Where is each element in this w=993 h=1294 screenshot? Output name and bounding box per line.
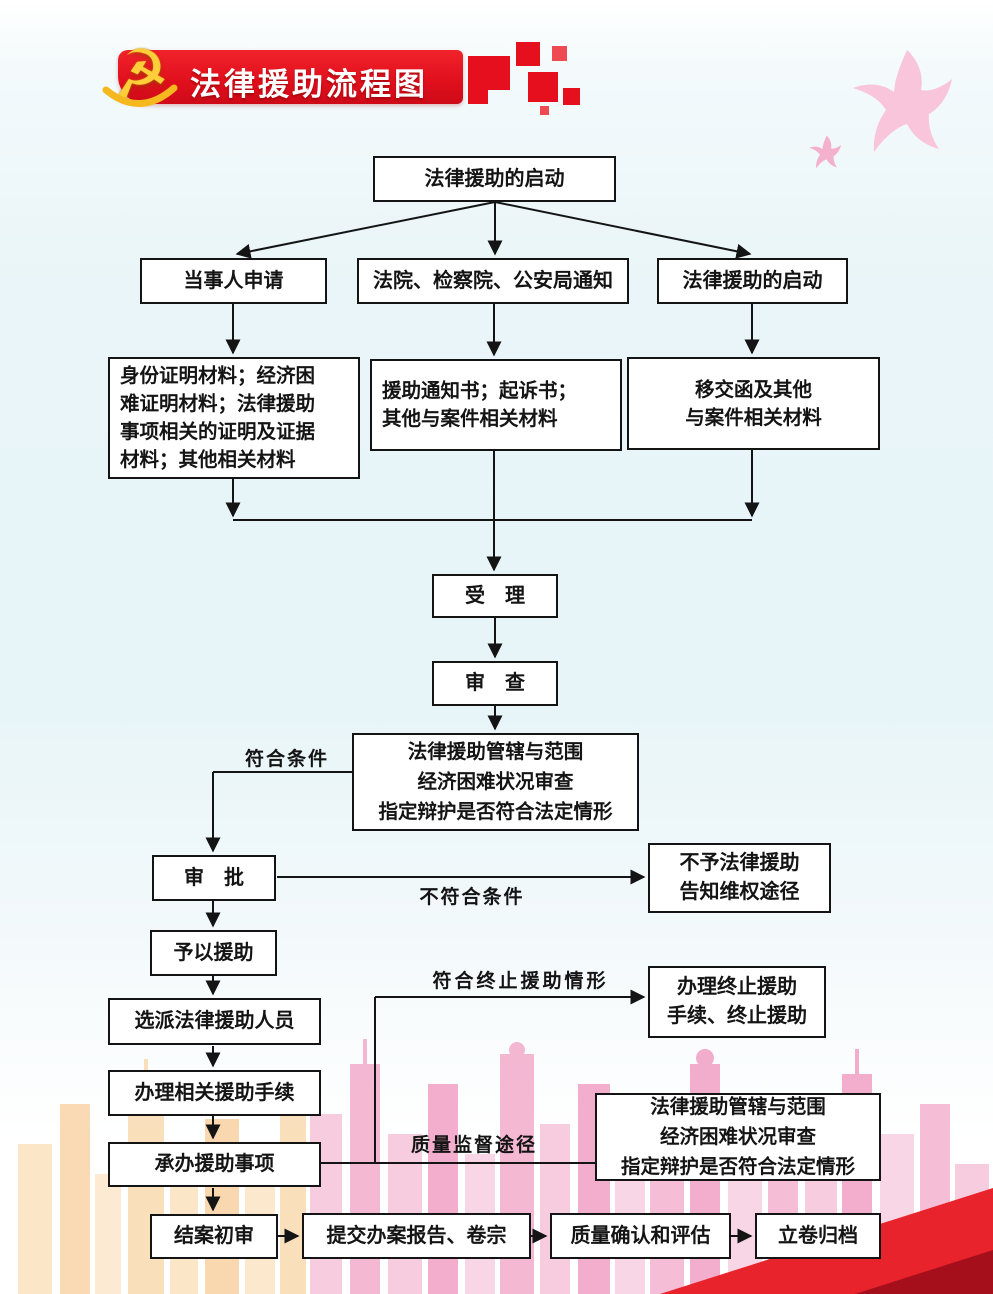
node-legal-aid-initiation: 法律援助的启动 xyxy=(373,156,616,202)
edge-label-quality-supervision: 质量监督途径 xyxy=(410,1135,537,1156)
pixel-square xyxy=(516,42,540,66)
node-review: 审 查 xyxy=(432,661,558,706)
node-quality-evaluation: 质量确认和评估 xyxy=(550,1213,731,1259)
pixel-square xyxy=(468,56,510,90)
pixel-square xyxy=(528,72,558,102)
node-application-materials: 身份证明材料；经济困 难证明材料；法律援助 事项相关的证明及证据 材料；其他相关… xyxy=(108,357,360,479)
page-title: 法律援助流程图 xyxy=(190,67,428,102)
node-closing-review: 结案初审 xyxy=(150,1214,278,1259)
node-aid-procedures: 办理相关援助手续 xyxy=(108,1070,321,1116)
dove-small-icon xyxy=(809,135,842,169)
node-approval: 审 批 xyxy=(152,855,276,901)
pixel-square xyxy=(563,88,580,105)
pixel-square xyxy=(540,106,549,115)
node-archive: 立卷归档 xyxy=(755,1213,881,1259)
edge-label-not-meets-conditions: 不符合条件 xyxy=(419,887,525,908)
dove-icon xyxy=(853,50,952,152)
edge-label-meets-conditions: 符合条件 xyxy=(244,749,329,770)
party-emblem-icon: ☭ xyxy=(96,30,184,118)
node-transfer-materials: 移交函及其他 与案件相关材料 xyxy=(627,357,880,450)
node-notice-materials: 援助通知书；起诉书； 其他与案件相关材料 xyxy=(370,359,622,451)
node-deny-aid: 不予法律援助 告知维权途径 xyxy=(648,843,831,913)
header-banner: 法律援助流程图 xyxy=(118,50,463,104)
pixel-square xyxy=(468,90,488,104)
node-grant-aid: 予以援助 xyxy=(150,930,277,976)
edge-label-termination-case: 符合终止援助情形 xyxy=(432,971,609,992)
node-legal-aid-initiation-other: 法律援助的启动 xyxy=(657,258,848,304)
node-authority-notice: 法院、检察院、公安局通知 xyxy=(357,258,629,304)
emblem-swash xyxy=(102,84,178,107)
pixel-square xyxy=(552,46,567,61)
node-acceptance: 受 理 xyxy=(432,574,558,618)
node-undertake-matters: 承办援助事项 xyxy=(108,1142,321,1187)
node-submit-report: 提交办案报告、卷宗 xyxy=(302,1213,531,1259)
node-assign-personnel: 选派法律援助人员 xyxy=(108,998,321,1045)
node-review-criteria: 法律援助管辖与范围 经济困难状况审查 指定辩护是否符合法定情形 xyxy=(352,733,639,831)
node-terminate-aid: 办理终止援助 手续、终止援助 xyxy=(648,966,826,1038)
node-party-application: 当事人申请 xyxy=(140,258,327,304)
node-quality-criteria: 法律援助管辖与范围 经济困难状况审查 指定辩护是否符合法定情形 xyxy=(595,1093,881,1181)
